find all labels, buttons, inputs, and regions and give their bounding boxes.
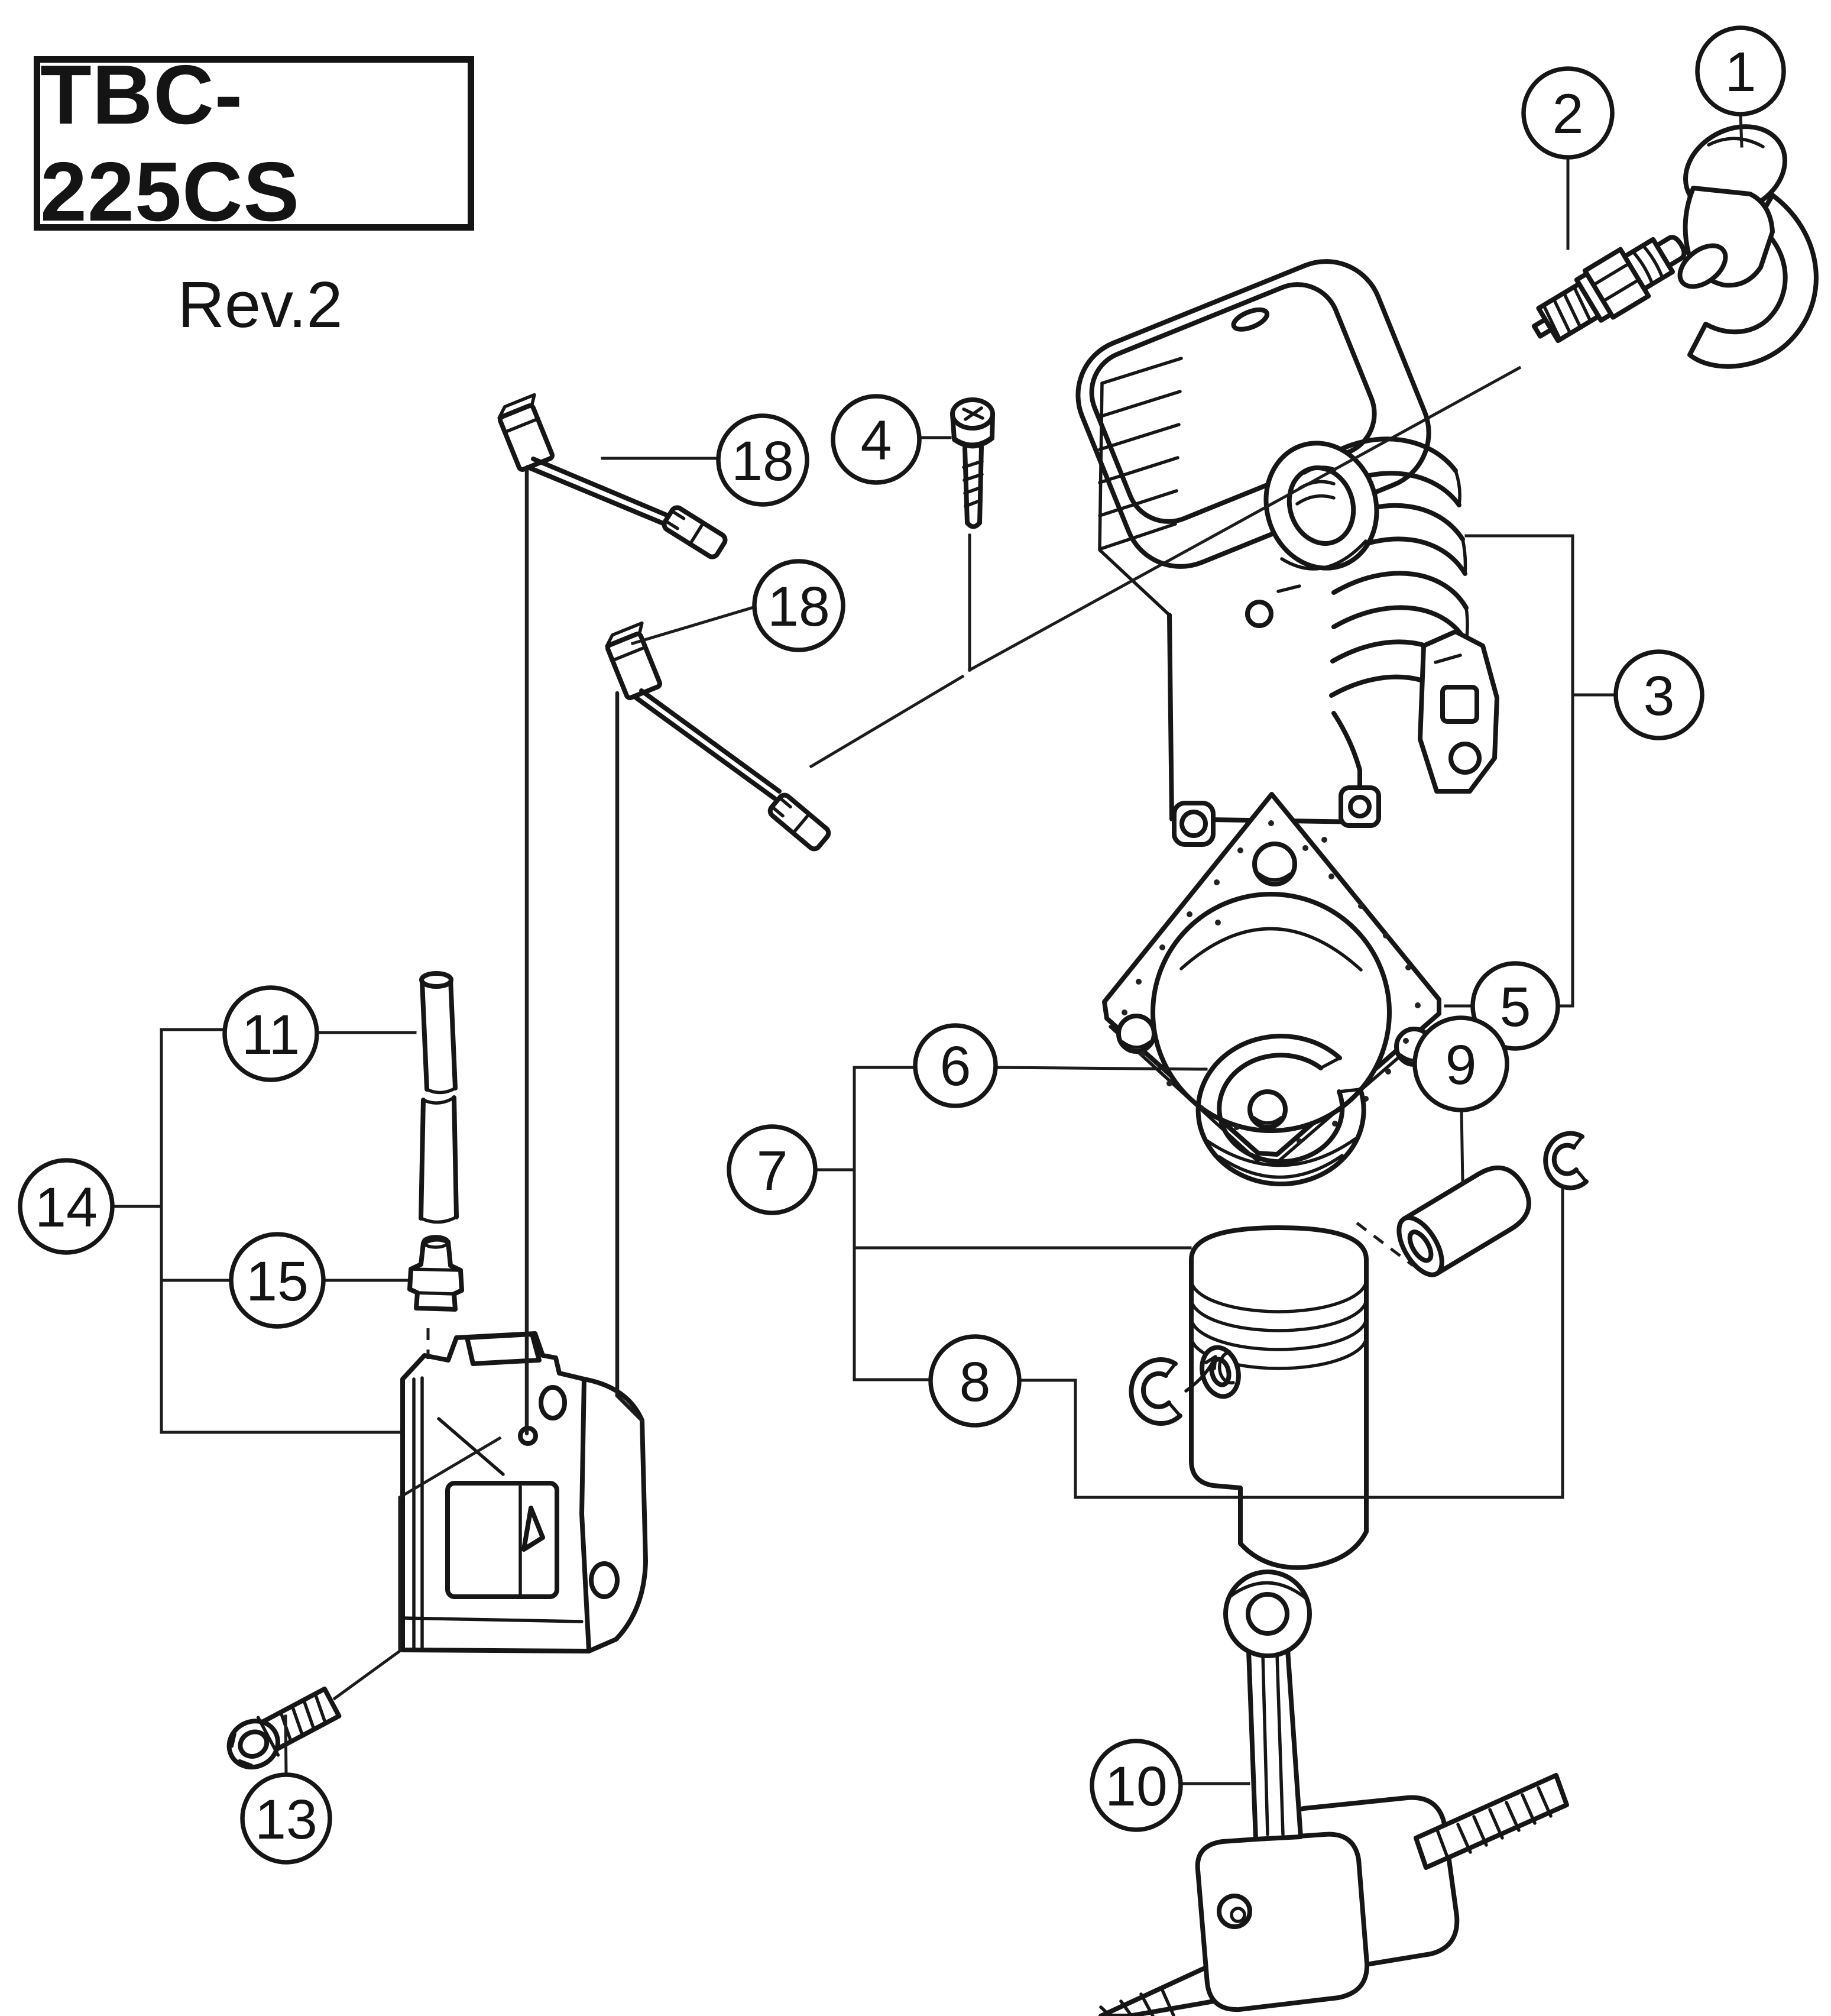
callout-grommet[interactable]: 15 [229, 1232, 326, 1329]
callout-screw[interactable]: 4 [831, 394, 922, 485]
svg-text:1: 1 [1725, 41, 1757, 103]
ignition-coil-drawing [400, 1331, 648, 1653]
piston-pin-clip-left-drawing [1129, 1355, 1217, 1426]
svg-text:6: 6 [940, 1035, 971, 1098]
piston-pin-drawing [1396, 1165, 1531, 1277]
callout-gasket[interactable]: 5 [1470, 961, 1560, 1051]
piston-ring-drawing [1195, 1034, 1366, 1186]
svg-text:4: 4 [861, 409, 892, 472]
callout-spark-plug-cap[interactable]: 1 [1695, 25, 1786, 117]
callout-lead-wire-upper[interactable]: 18 [716, 413, 809, 507]
svg-text:13: 13 [255, 1788, 317, 1851]
gasket-stipple [1122, 820, 1421, 1144]
svg-text:18: 18 [767, 575, 830, 638]
tube-drawing [419, 971, 459, 1224]
model-title-box: TBC-225CS [34, 48, 474, 239]
svg-text:9: 9 [1446, 1034, 1477, 1096]
svg-text:15: 15 [246, 1250, 309, 1313]
screw-drawing [950, 397, 995, 529]
callout-piston-ring[interactable]: 6 [913, 1023, 998, 1108]
svg-text:14: 14 [35, 1176, 98, 1239]
svg-text:3: 3 [1644, 665, 1675, 727]
callout-bolt[interactable]: 13 [240, 1772, 332, 1865]
callouts: 1 2 3 4 5 6 7 8 9 10 11 13 [18, 25, 1786, 1865]
svg-text:11: 11 [242, 1004, 300, 1066]
svg-text:10: 10 [1105, 1755, 1168, 1818]
spark-plug-drawing [1531, 235, 1687, 344]
lead-wire-upper-drawing [497, 393, 728, 559]
svg-text:2: 2 [1553, 83, 1584, 145]
bolt-drawing [226, 1686, 342, 1770]
piston-pin-clip-right-drawing [1543, 1131, 1589, 1190]
svg-text:7: 7 [757, 1140, 788, 1202]
cylinder-gasket-drawing [1102, 792, 1441, 1163]
callout-piston-pin[interactable]: 9 [1412, 1015, 1509, 1112]
model-code: TBC-225CS [40, 47, 300, 239]
callout-cylinder[interactable]: 3 [1613, 649, 1704, 740]
crankshaft-drawing [1098, 1570, 1569, 2016]
svg-text:8: 8 [960, 1351, 991, 1413]
cylinder-drawing [1075, 259, 1499, 847]
lead-wire-lower-drawing [605, 621, 831, 852]
svg-text:18: 18 [731, 430, 794, 493]
callout-pin-clips[interactable]: 8 [928, 1334, 1022, 1428]
callout-lead-wire-lower[interactable]: 18 [752, 559, 845, 652]
revision-label: Rev.2 [177, 268, 343, 341]
callout-tube[interactable]: 11 [222, 985, 319, 1082]
spark-plug-cap-drawing [1677, 124, 1819, 369]
callout-piston-assembly[interactable]: 7 [727, 1124, 818, 1215]
grommet-drawing [407, 1235, 464, 1312]
svg-text:5: 5 [1500, 976, 1531, 1038]
callout-crankshaft[interactable]: 10 [1090, 1739, 1183, 1832]
leader-lines [111, 112, 1743, 1785]
callout-ignition-coil[interactable]: 14 [18, 1158, 115, 1255]
piston-drawing [1189, 1225, 1369, 1570]
callout-spark-plug[interactable]: 2 [1521, 66, 1615, 160]
